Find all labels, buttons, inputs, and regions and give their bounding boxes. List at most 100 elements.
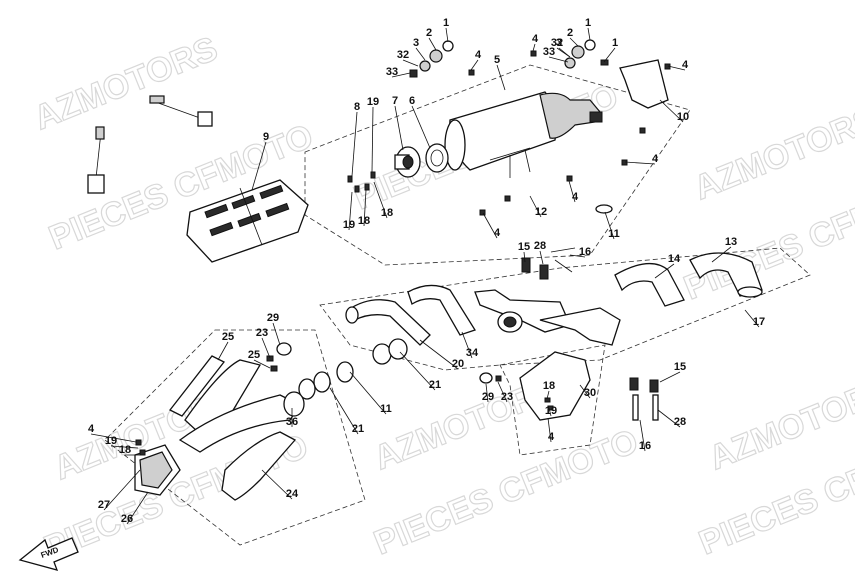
leader-line [547, 417, 552, 443]
part-callout: 1 [443, 17, 449, 29]
leader-line [90, 433, 137, 443]
part-callout: 4 [475, 49, 482, 61]
part-callout: 28 [674, 416, 686, 428]
leader-line [428, 37, 437, 51]
leader-line [639, 419, 646, 452]
bracket-10 [619, 59, 669, 109]
part-callout: 7 [392, 95, 398, 107]
leader-line [659, 371, 681, 383]
part-callout: 26 [121, 513, 133, 525]
part-callout: 3 [413, 37, 419, 49]
leader-line [399, 351, 436, 391]
watermark: AZMOTORS [689, 100, 855, 208]
part-callout: 1 [585, 17, 591, 29]
leader-line [411, 105, 431, 149]
leader-line [532, 43, 536, 52]
part-callout: 6 [409, 95, 415, 107]
part-callout: 28 [534, 240, 546, 252]
part-callout: 19 [545, 405, 557, 417]
part-callout: 29 [482, 391, 494, 403]
leader-line [744, 309, 760, 328]
part-callout: 13 [725, 236, 737, 248]
part-callout: 12 [535, 206, 547, 218]
part-callout: 18 [543, 380, 555, 392]
part-callout: 3 [556, 37, 562, 49]
part-callout: 25 [248, 349, 260, 361]
muffler-5 [444, 91, 603, 178]
leader-line [394, 105, 404, 151]
fasteners-bottom [135, 342, 554, 456]
leader-line [657, 409, 681, 428]
leader-line [711, 246, 732, 263]
leader-line [272, 322, 281, 346]
part-callout: 20 [452, 358, 464, 370]
leader-line [485, 383, 489, 403]
midpipe-group-outline [319, 247, 811, 371]
leader-line [667, 65, 686, 71]
rings-21 [298, 338, 408, 400]
leader-line [217, 341, 229, 361]
part-callout: 8 [354, 101, 360, 113]
leader-line [445, 27, 449, 43]
bracket-group-outline [499, 344, 606, 456]
part-callout: 32 [551, 37, 563, 49]
part-callout: 36 [286, 416, 298, 428]
part-callout: 16 [579, 246, 591, 258]
leader-line [470, 59, 479, 71]
leader-line [556, 47, 571, 58]
part-callout: 19 [367, 96, 379, 108]
part-callout: 34 [466, 347, 479, 359]
part-callout: 25 [222, 331, 234, 343]
leader-line [568, 180, 576, 203]
part-callout: 4 [532, 33, 539, 45]
leader-line [548, 56, 569, 63]
header-pipes [134, 355, 305, 501]
part-callout: 14 [668, 253, 681, 265]
leader-line [371, 106, 374, 173]
leader-line [579, 384, 591, 399]
leader-line [569, 254, 586, 258]
leader-lines [90, 27, 760, 525]
part-callout: 2 [426, 27, 432, 39]
watermark: AZMOTORS [704, 370, 855, 478]
leader-line [351, 111, 358, 177]
leader-line [126, 491, 149, 525]
leader-line [569, 37, 579, 47]
springs [521, 247, 659, 421]
fasteners-top [347, 39, 671, 216]
leader-line [546, 390, 550, 400]
leader-line [496, 64, 506, 91]
leader-line [348, 191, 353, 231]
leader-line [548, 407, 552, 417]
leader-line [373, 181, 388, 219]
assembly-outlines [104, 64, 811, 546]
leader-line [587, 27, 591, 41]
leader-line [251, 141, 267, 191]
leader-line [261, 337, 271, 359]
part-callout: 33 [386, 66, 398, 78]
part-callout: 27 [98, 499, 110, 511]
midpipes [345, 284, 621, 346]
part-callout: 24 [286, 488, 299, 500]
fwd-arrow-icon: FWD [18, 537, 79, 571]
part-callout: 11 [608, 228, 620, 240]
oxygen-sensors-31 [87, 95, 213, 194]
part-callout: 4 [682, 59, 689, 71]
part-callout: 15 [518, 241, 530, 253]
leader-line [363, 189, 367, 227]
leader-line [624, 161, 656, 165]
part-callout: 16 [639, 440, 651, 452]
leader-line [654, 263, 675, 279]
leader-line [103, 469, 141, 511]
leader-line [603, 47, 616, 63]
part-callout: 23 [256, 327, 268, 339]
part-callout: 19 [343, 219, 355, 231]
part-callout: 33 [543, 46, 555, 58]
leader-line [329, 387, 359, 435]
part-callout: 2 [567, 27, 573, 39]
leader-line [253, 359, 271, 369]
part-callout: 19 [105, 435, 117, 447]
header-group-outline [104, 329, 366, 546]
